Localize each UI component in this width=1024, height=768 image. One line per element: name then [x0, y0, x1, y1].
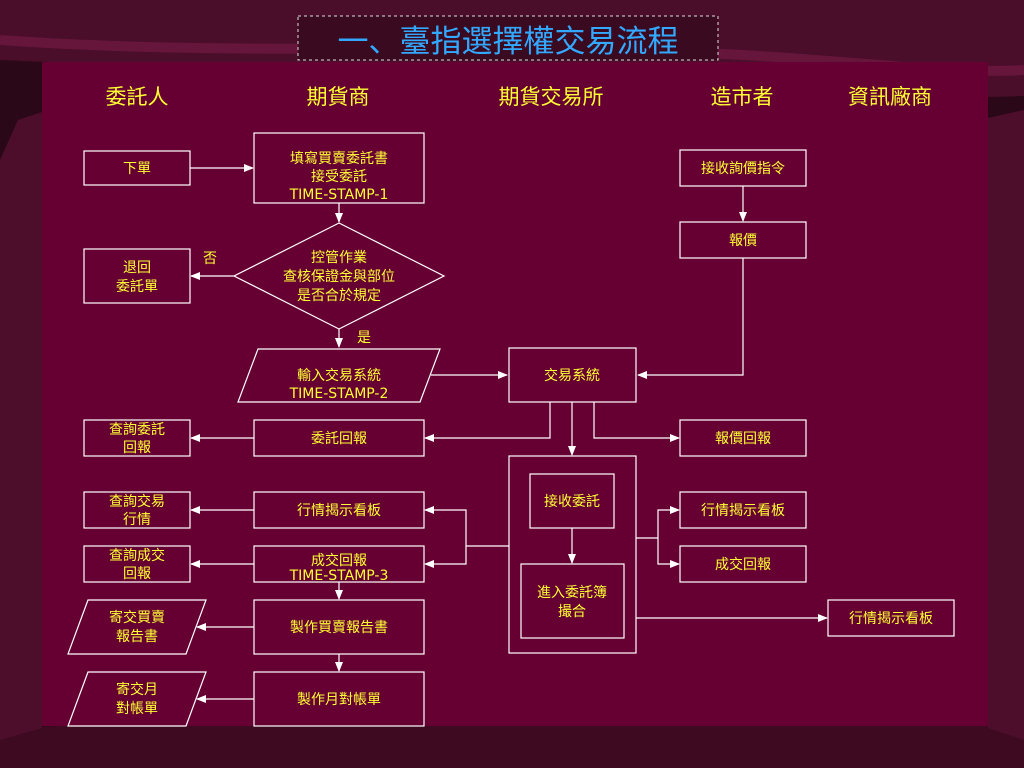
title-box [297, 15, 719, 61]
node-trading-system-label: 交易系統 [544, 367, 600, 384]
arrow-exchange-to-trade-report [424, 546, 467, 568]
node-input-system: 輸入交易系統 TIME-STAMP-2 [237, 348, 441, 403]
connectors [190, 164, 828, 703]
node-quote-label: 報價 [729, 232, 757, 249]
node-quote-report-label: 報價回報 [715, 430, 771, 447]
node-trade-report-line1: 成交回報 [311, 552, 367, 569]
node-query-order-line1: 查詢委託 [109, 422, 165, 438]
node-input-system-line1: 輸入交易系統 [297, 367, 381, 384]
node-risk-check-line3: 是否合於規定 [297, 288, 381, 304]
column-header-exchange: 期貨交易所 [499, 85, 604, 109]
node-risk-check-line1: 控管作業 [311, 250, 367, 266]
node-make-statement-label: 製作月對帳單 [297, 692, 381, 708]
arrow-exchange-to-trade-report-mm [657, 538, 680, 568]
arrow-exchange-to-board-mm [657, 506, 680, 538]
arrow-system-to-quote-report [593, 402, 680, 442]
column-header-market-maker: 造市者 [711, 85, 774, 109]
label-no: 否 [203, 251, 217, 267]
node-query-market: 查詢交易 行情 [83, 491, 191, 529]
node-exchange-group [508, 455, 637, 654]
node-query-order-line2: 回報 [123, 440, 151, 456]
node-trade-report-mm: 成交回報 [679, 545, 807, 583]
node-order-report-label: 委託回報 [311, 431, 367, 447]
node-risk-check: 控管作業 查核保證金與部位 是否合於規定 [232, 222, 446, 330]
node-place-order-label: 下單 [123, 161, 151, 177]
node-query-market-line1: 查詢交易 [109, 493, 165, 510]
node-trade-report-mm-label: 成交回報 [715, 556, 771, 573]
page-title: 一、臺指選擇權交易流程 [338, 24, 679, 60]
node-market-board-mm: 行情揭示看板 [679, 491, 807, 529]
column-header-vendor: 資訊廠商 [848, 85, 932, 109]
bg-wave-bottom [0, 717, 1024, 768]
node-query-trade-line1: 查詢成交 [109, 547, 165, 564]
node-send-report-line2: 報告書 [116, 629, 158, 645]
bg-right-strip [988, 110, 1024, 740]
node-market-board-vendor-label: 行情揭示看板 [849, 611, 933, 627]
node-risk-check-line2: 查核保證金與部位 [283, 268, 395, 285]
node-reject-line1: 退回 [123, 260, 151, 276]
node-send-report-line1: 寄交買賣 [109, 609, 165, 626]
label-yes: 是 [357, 330, 371, 346]
node-market-board-vendor: 行情揭示看板 [827, 599, 955, 637]
arrow-system-to-order-report [424, 402, 551, 442]
arrow-quote-to-system [637, 258, 744, 379]
node-fill-order-line1: 填寫買賣委託書 [290, 150, 388, 167]
node-input-system-line2: TIME-STAMP-2 [289, 386, 389, 402]
node-send-statement: 寄交月 對帳單 [67, 671, 207, 727]
node-trade-report: 成交回報 TIME-STAMP-3 [253, 545, 425, 584]
node-fill-order-line3: TIME-STAMP-1 [289, 187, 389, 203]
node-enter-book-line1: 進入委託簿 [537, 585, 607, 601]
node-query-trade-line2: 回報 [123, 566, 151, 582]
node-quote-report: 報價回報 [679, 419, 807, 457]
node-query-market-line2: 行情 [123, 512, 151, 528]
node-reject-line2: 委託單 [116, 279, 158, 295]
node-make-report-label: 製作買賣報告書 [290, 620, 388, 636]
node-market-board-broker-label: 行情揭示看板 [297, 503, 381, 519]
panel [42, 62, 988, 726]
node-send-statement-line2: 對帳單 [116, 701, 158, 717]
arrow-exchange-to-board-broker [424, 506, 467, 546]
node-market-board-mm-label: 行情揭示看板 [701, 503, 785, 519]
node-receive-quote-cmd-label: 接收詢價指令 [701, 160, 785, 177]
node-receive-order-label: 接收委託 [544, 493, 600, 510]
node-fill-order-line2: 接受委託 [311, 168, 367, 185]
node-send-report: 寄交買賣 報告書 [67, 599, 207, 655]
bg-left-strip [0, 112, 42, 740]
node-send-statement-line1: 寄交月 [116, 681, 158, 698]
node-trade-report-line2: TIME-STAMP-3 [289, 568, 389, 584]
node-enter-book: 進入委託簿 撮合 [520, 563, 625, 639]
node-fill-order: 填寫買賣委託書 接受委託 TIME-STAMP-1 [253, 132, 425, 204]
node-enter-book-line2: 撮合 [558, 603, 586, 620]
node-query-trade: 查詢成交 回報 [83, 545, 191, 583]
column-header-client: 委託人 [106, 85, 169, 109]
column-header-broker: 期貨商 [307, 85, 370, 109]
